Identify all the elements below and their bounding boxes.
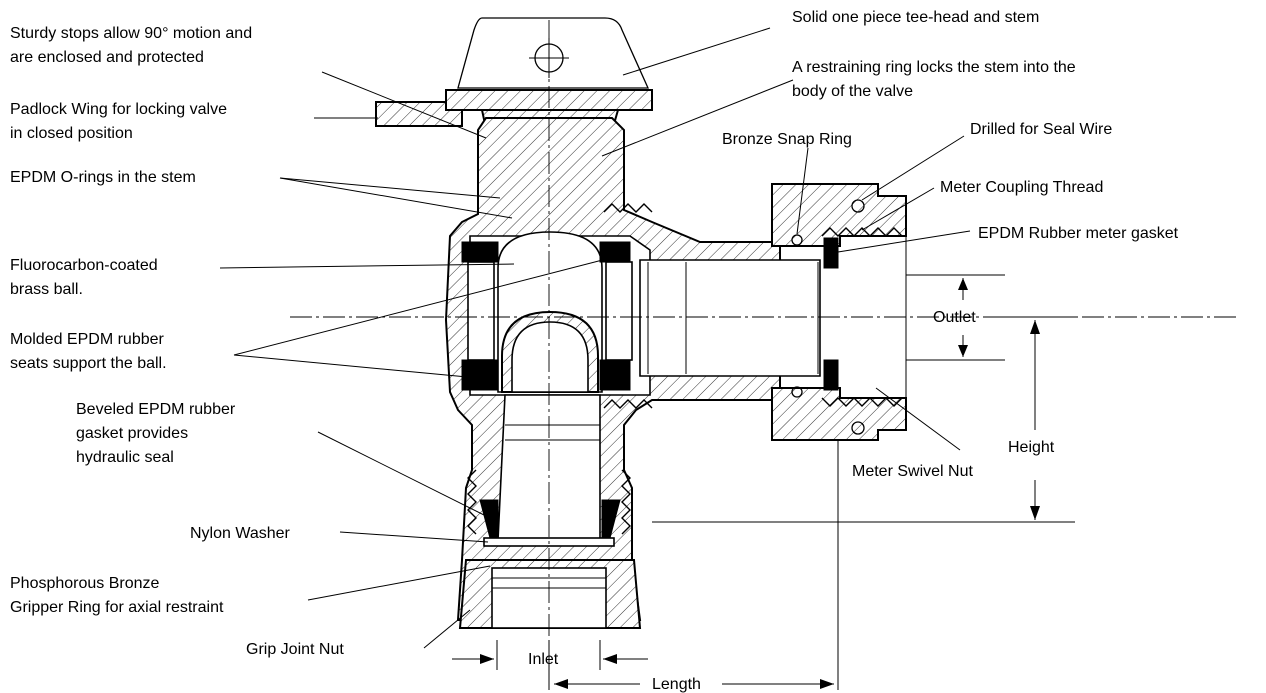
label-restraining-ring: A restraining ring locks the stem into t… bbox=[792, 59, 1080, 100]
valve-drawing bbox=[290, 17, 1240, 690]
label-tee-head: Solid one piece tee-head and stem bbox=[792, 9, 1039, 26]
ball-seats bbox=[461, 241, 633, 391]
label-meter-gasket: EPDM Rubber meter gasket bbox=[978, 225, 1179, 242]
dimensions bbox=[452, 274, 1075, 690]
grip-joint-nut bbox=[458, 559, 642, 629]
label-sturdy-stops: Sturdy stops allow 90° motion and are en… bbox=[10, 25, 257, 66]
label-gripper-ring: Phosphorous Bronze Gripper Ring for axia… bbox=[10, 575, 224, 616]
label-length: Length bbox=[652, 676, 701, 693]
meter-swivel-nut bbox=[771, 183, 907, 441]
outlet-threads bbox=[603, 203, 653, 409]
labels: Sturdy stops allow 90° motion and are en… bbox=[10, 9, 1179, 693]
label-height: Height bbox=[1008, 439, 1055, 456]
label-meter-coupling-thread: Meter Coupling Thread bbox=[940, 179, 1103, 196]
brass-ball bbox=[497, 231, 603, 393]
label-molded-seats: Molded EPDM rubber seats support the bal… bbox=[10, 331, 168, 372]
label-inlet: Inlet bbox=[528, 651, 559, 668]
label-padlock-wing: Padlock Wing for locking valve in closed… bbox=[10, 101, 231, 142]
label-epdm-orings: EPDM O-rings in the stem bbox=[10, 169, 196, 186]
label-grip-joint-nut: Grip Joint Nut bbox=[246, 641, 344, 658]
label-outlet: Outlet bbox=[933, 309, 976, 326]
label-bronze-snap-ring: Bronze Snap Ring bbox=[722, 131, 852, 148]
label-fluorocarbon-ball: Fluorocarbon-coated brass ball. bbox=[10, 257, 162, 298]
label-meter-swivel-nut: Meter Swivel Nut bbox=[852, 463, 973, 480]
label-nylon-washer: Nylon Washer bbox=[190, 525, 291, 542]
label-beveled-gasket: Beveled EPDM rubber gasket provides hydr… bbox=[76, 401, 240, 466]
tee-head bbox=[457, 17, 650, 89]
leader-lines bbox=[219, 27, 971, 649]
label-drilled-seal-wire: Drilled for Seal Wire bbox=[970, 121, 1112, 138]
